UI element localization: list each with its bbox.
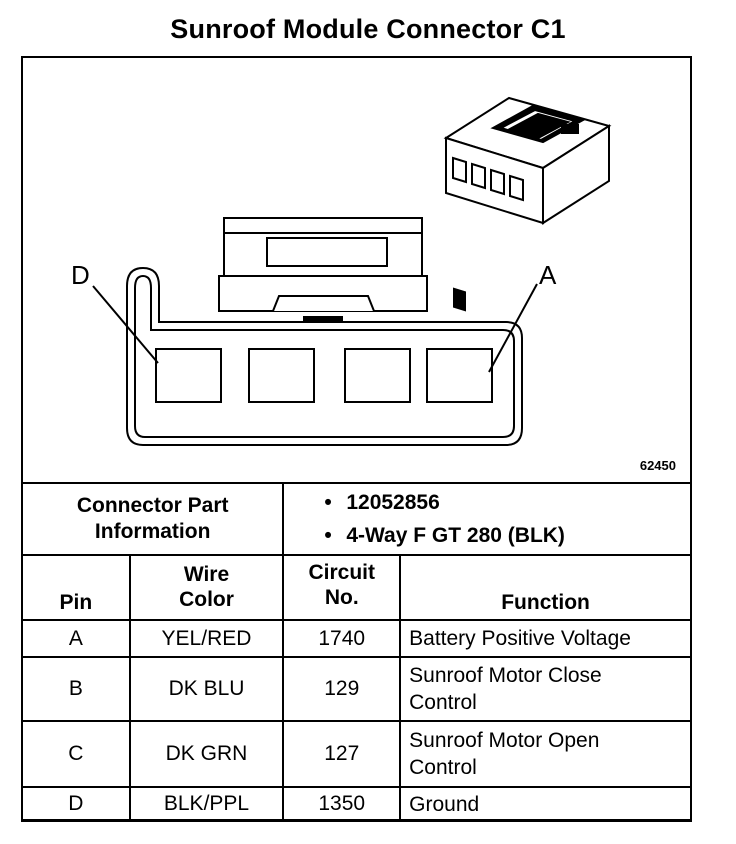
cell-pin: D — [21, 786, 131, 822]
header-function: Function — [399, 554, 692, 621]
cell-wire-color: BLK/PPL — [128, 786, 285, 822]
connector-info-label: Connector Part Information — [20, 482, 285, 556]
cell-function: Sunroof Motor Close Control — [399, 656, 692, 722]
connector-latch — [218, 217, 428, 321]
table-row: B DK BLU 129 Sunroof Motor Close Control — [21, 656, 692, 722]
cell-circuit: 127 — [282, 720, 402, 788]
connector-diagram: D A — [71, 96, 612, 446]
header-wire-color: Wire Color — [128, 554, 285, 621]
table-row: D BLK/PPL 1350 Ground — [21, 786, 692, 822]
header-circuit: Circuit No. — [282, 554, 402, 621]
cell-pin: A — [21, 619, 131, 658]
cell-wire-color: DK GRN — [128, 720, 285, 788]
connector-table: Connector Part Information •12052856 •4-… — [20, 482, 692, 822]
cell-function: Sunroof Motor Open Control — [399, 720, 692, 788]
figure-reference-number: 62450 — [639, 458, 676, 473]
cell-circuit: 129 — [282, 656, 402, 722]
cell-function: Ground — [399, 786, 692, 822]
list-item: •12052856 — [324, 491, 440, 514]
pin-cavity-a — [426, 348, 493, 403]
connector-3d-icon — [443, 96, 612, 312]
list-item: •4-Way F GT 280 (BLK) — [324, 524, 565, 547]
pin-cavity-d — [155, 348, 222, 403]
cell-pin: C — [21, 720, 131, 788]
connector-info-list: •12052856 •4-Way F GT 280 (BLK) — [282, 482, 692, 556]
cell-function: Battery Positive Voltage — [399, 619, 692, 658]
table-row: C DK GRN 127 Sunroof Motor Open Control — [21, 720, 692, 788]
pin-cavity-c — [248, 348, 315, 403]
cell-wire-color: YEL/RED — [128, 619, 285, 658]
page-title: Sunroof Module Connector C1 — [170, 14, 566, 44]
connector-info-row: Connector Part Information •12052856 •4-… — [20, 482, 692, 556]
info-label-line: Information — [94, 520, 211, 543]
pin-cavity-b — [344, 348, 411, 403]
table-header-row: Pin Wire Color Circuit No. Function — [21, 554, 692, 621]
leader-line-d — [92, 285, 159, 364]
document-frame: D A 62450 Connector Part Information •12… — [20, 56, 692, 822]
cell-circuit: 1350 — [282, 786, 402, 822]
leader-line-a — [488, 283, 538, 373]
info-label-line: Connector Part — [76, 494, 229, 517]
cell-pin: B — [21, 656, 131, 722]
header-pin: Pin — [21, 554, 131, 621]
cell-circuit: 1740 — [282, 619, 402, 658]
pin-label-a: A — [539, 260, 557, 290]
table-row: A YEL/RED 1740 Battery Positive Voltage — [21, 619, 692, 658]
cell-wire-color: DK BLU — [128, 656, 285, 722]
pin-label-d: D — [71, 260, 90, 290]
connector-body — [126, 266, 523, 446]
